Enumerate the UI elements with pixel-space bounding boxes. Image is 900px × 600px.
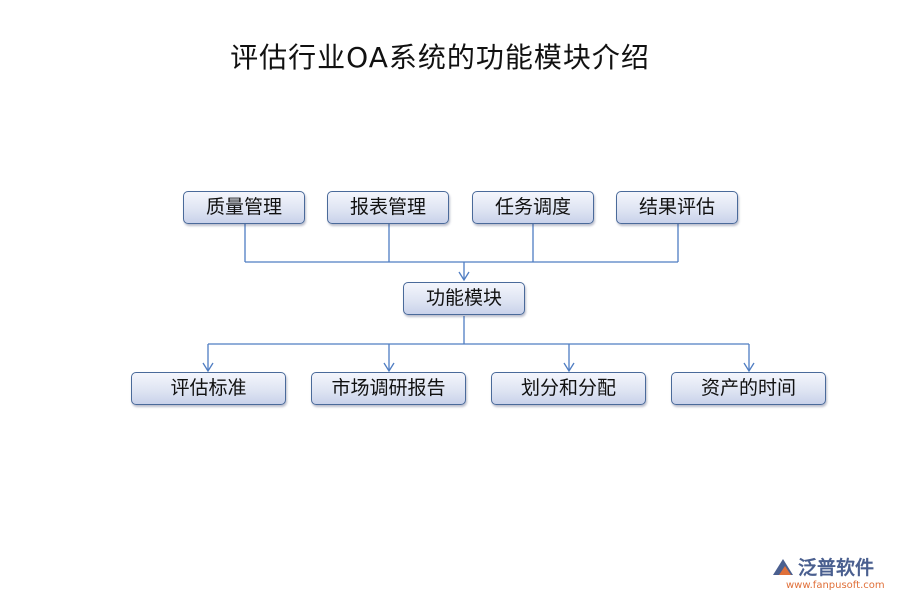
arrowhead-bottom-2 bbox=[383, 362, 395, 373]
module-box-quality: 质量管理 bbox=[183, 191, 305, 224]
module-box-center: 功能模块 bbox=[403, 282, 525, 315]
module-label: 评估标准 bbox=[170, 377, 247, 399]
brand-url: www.fanpusoft.com bbox=[786, 580, 885, 591]
module-label: 报表管理 bbox=[349, 196, 426, 218]
brand-name: 泛普软件 bbox=[798, 557, 875, 579]
module-box-results: 结果评估 bbox=[616, 191, 738, 224]
module-label: 质量管理 bbox=[205, 196, 282, 218]
arrowhead-center bbox=[458, 271, 470, 282]
module-box-division: 划分和分配 bbox=[491, 372, 646, 405]
module-box-asset-time: 资产的时间 bbox=[671, 372, 826, 405]
module-box-market-research: 市场调研报告 bbox=[311, 372, 466, 405]
brand-logo-icon bbox=[773, 559, 793, 575]
diagram-title: 评估行业OA系统的功能模块介绍 bbox=[230, 41, 650, 74]
module-label: 划分和分配 bbox=[520, 377, 616, 399]
arrowhead-bottom-4 bbox=[743, 362, 755, 373]
arrowhead-bottom-1 bbox=[202, 362, 214, 373]
module-box-reports: 报表管理 bbox=[327, 191, 449, 224]
brand-logo: 泛普软件 www.fanpusoft.com bbox=[770, 553, 894, 597]
module-label: 市场调研报告 bbox=[331, 377, 446, 399]
module-box-scheduling: 任务调度 bbox=[472, 191, 594, 224]
module-label: 任务调度 bbox=[494, 196, 571, 218]
arrowhead-bottom-3 bbox=[563, 362, 575, 373]
module-label: 功能模块 bbox=[425, 287, 502, 309]
module-box-standards: 评估标准 bbox=[131, 372, 286, 405]
module-label: 资产的时间 bbox=[700, 377, 796, 399]
module-label: 结果评估 bbox=[638, 196, 715, 218]
